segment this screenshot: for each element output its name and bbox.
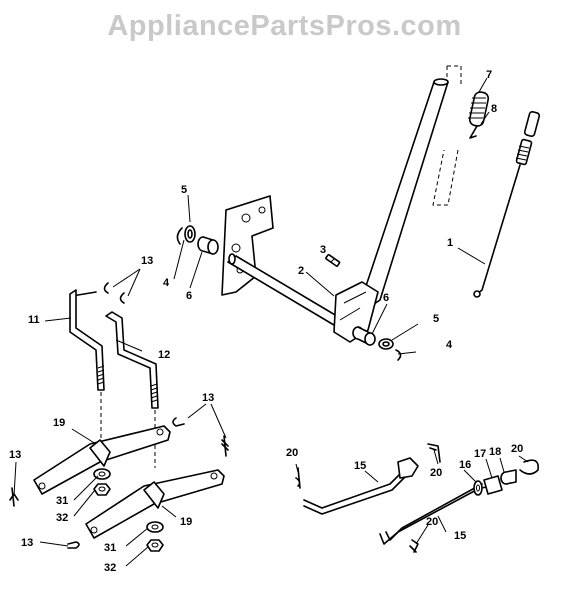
callout-2: 2 — [298, 265, 304, 277]
callout-32: 32 — [104, 562, 116, 574]
callout-19: 19 — [180, 516, 192, 528]
callout-13: 13 — [9, 449, 21, 461]
hairpin-20-right[interactable] — [519, 459, 540, 475]
callout-20: 20 — [286, 447, 298, 459]
callout-7: 7 — [486, 69, 492, 81]
lift-handle[interactable] — [361, 65, 462, 309]
callout-11: 11 — [28, 314, 40, 326]
clip-right[interactable] — [395, 349, 402, 361]
callout-17: 17 — [474, 448, 486, 460]
callout-4: 4 — [163, 277, 170, 289]
callout-19: 19 — [53, 417, 65, 429]
bracket-17[interactable] — [483, 475, 503, 495]
callout-12: 12 — [158, 349, 170, 361]
callout-15: 15 — [454, 530, 466, 542]
lift-link-right[interactable] — [105, 311, 159, 409]
watermark: AppliancePartsPros.com — [107, 10, 462, 42]
deck-link-upper[interactable] — [303, 457, 419, 515]
callout-6: 6 — [186, 290, 192, 302]
callout-31: 31 — [56, 495, 68, 507]
washer-16[interactable] — [473, 480, 483, 496]
callout-32: 32 — [56, 512, 68, 524]
clip-left[interactable] — [176, 227, 183, 245]
callout-5: 5 — [433, 313, 439, 325]
clip-13-right[interactable] — [172, 417, 229, 457]
callout-5: 5 — [181, 184, 187, 196]
callout-20: 20 — [430, 467, 442, 479]
leader-lines — [13, 77, 529, 567]
callout-13: 13 — [202, 392, 214, 404]
callout-16: 16 — [459, 459, 471, 471]
release-rod[interactable] — [473, 110, 541, 298]
nut-lower[interactable] — [146, 539, 164, 552]
callout-20: 20 — [511, 443, 523, 455]
rocker-arm-upper[interactable] — [33, 425, 171, 495]
spacer-lower[interactable] — [146, 521, 164, 533]
callout-4: 4 — [446, 339, 453, 351]
clip-13-top[interactable] — [103, 282, 125, 304]
rocker-arm-lower[interactable] — [85, 469, 225, 539]
callout-20: 20 — [426, 516, 438, 528]
callout-8: 8 — [491, 103, 497, 115]
callout-31: 31 — [104, 542, 116, 554]
clip-13-bottom[interactable] — [67, 541, 80, 549]
washer-left[interactable] — [184, 225, 196, 243]
handle-grip[interactable] — [468, 91, 490, 139]
nut-upper[interactable] — [93, 483, 111, 496]
callout-13: 13 — [21, 537, 33, 549]
bushing-18[interactable] — [500, 469, 517, 485]
callout-6: 6 — [383, 292, 389, 304]
callout-18: 18 — [489, 446, 501, 458]
hairpin-20-bottom[interactable] — [409, 539, 419, 553]
callout-15: 15 — [354, 460, 366, 472]
bushing-left[interactable] — [197, 236, 219, 255]
lift-arm-bracket[interactable] — [333, 281, 379, 343]
lift-shaft[interactable] — [227, 253, 353, 332]
callout-1: 1 — [447, 237, 453, 249]
callout-3: 3 — [320, 244, 326, 256]
mounting-bracket[interactable] — [221, 195, 274, 296]
clip-13-left[interactable] — [9, 487, 19, 507]
lift-link-left[interactable] — [69, 289, 105, 391]
washer-right[interactable] — [378, 338, 394, 350]
callout-13: 13 — [141, 255, 153, 267]
hairpin-20-mid[interactable] — [427, 443, 441, 463]
bushing-right[interactable] — [352, 326, 376, 346]
